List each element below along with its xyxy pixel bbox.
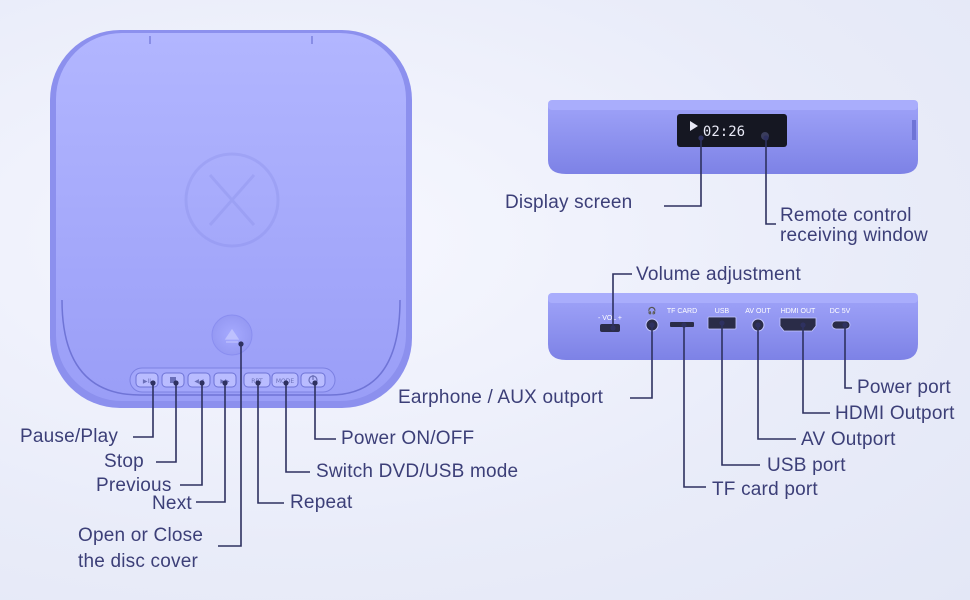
device-back-view: - VOL + 🎧 TF CARD USB AV OUT HDMI OUT DC…	[548, 293, 918, 360]
vol-wheel	[600, 324, 620, 332]
tf-port-label: TF CARD	[667, 308, 697, 315]
label-av: AV Outport	[801, 429, 896, 450]
label-open-close-line2: the disc cover	[78, 551, 199, 572]
label-tf-port: TF card port	[712, 479, 818, 500]
control-buttons: ▶II ◀◀ ▶▶ RPT MODE	[135, 372, 326, 388]
label-previous: Previous	[96, 475, 172, 496]
previous-icon: ◀◀	[194, 378, 204, 385]
previous-button[interactable]: ◀◀	[187, 372, 211, 388]
usb-port-label: USB	[715, 308, 730, 315]
hdmi-port-label: HDMI OUT	[781, 308, 816, 315]
dc-port-label: DC 5V	[830, 308, 851, 315]
label-switch-mode: Switch DVD/USB mode	[316, 461, 519, 482]
label-remote-line1: Remote control	[780, 205, 912, 226]
power-button[interactable]	[300, 372, 326, 388]
label-power-port: Power port	[857, 377, 951, 398]
label-pause-play: Pause/Play	[20, 426, 119, 447]
lid-logo	[184, 152, 280, 248]
leader-dots	[150, 135, 848, 386]
leader-lines	[133, 138, 852, 547]
stop-button[interactable]	[161, 372, 185, 388]
display-time: 02:26	[703, 124, 745, 140]
label-stop: Stop	[104, 451, 144, 472]
label-power: Power ON/OFF	[341, 428, 475, 449]
label-volume: Volume adjustment	[636, 264, 801, 285]
display-screen	[677, 114, 787, 147]
hdmi-slot	[779, 317, 817, 332]
play-pause-icon: ▶II	[143, 378, 151, 385]
device-top-view	[50, 30, 412, 408]
label-earphone: Earphone / AUX outport	[398, 387, 604, 408]
label-repeat: Repeat	[290, 492, 353, 513]
svg-text:🎧: 🎧	[648, 306, 657, 315]
label-remote-line2: receiving window	[780, 225, 928, 246]
label-usb-port: USB port	[767, 455, 846, 476]
vol-port-label: - VOL +	[598, 315, 622, 322]
label-open-close-line1: Open or Close	[78, 525, 204, 546]
label-hdmi: HDMI Outport	[835, 403, 955, 424]
label-next: Next	[152, 493, 192, 514]
stop-icon	[170, 377, 176, 383]
av-port-label: AV OUT	[745, 308, 771, 315]
label-display-screen: Display screen	[505, 192, 633, 213]
device-front-view: 02:26	[548, 100, 918, 174]
